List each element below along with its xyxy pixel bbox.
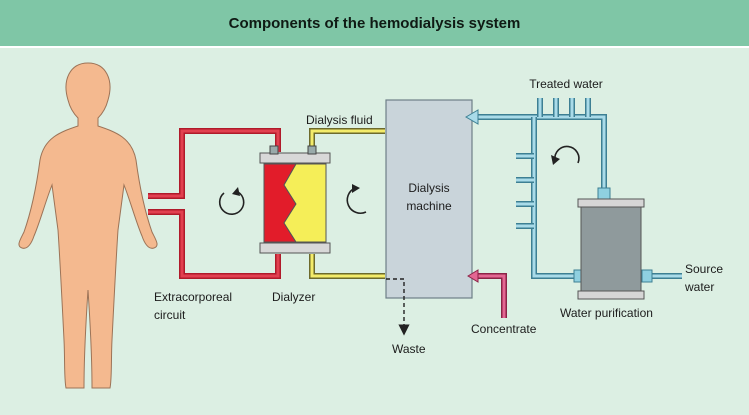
extracorporeal-circuit — [148, 128, 281, 279]
human-figure-icon — [18, 62, 158, 389]
dialysis-fluid-label: Dialysis fluid — [306, 113, 373, 127]
circulation-arrow-icon — [551, 145, 580, 165]
machine-label-line2: machine — [406, 199, 452, 213]
treated-water-line — [465, 98, 682, 279]
waste-line — [386, 278, 410, 336]
circulation-arrow-icon — [218, 187, 245, 215]
dialysis-machine — [385, 99, 473, 299]
extracorporeal-label-line2: circuit — [154, 308, 186, 322]
dialyzer-label: Dialyzer — [272, 290, 315, 304]
dialysis-fluid-line — [309, 128, 385, 279]
machine-label-line1: Dialysis — [408, 181, 449, 195]
source-water-label-line2: water — [684, 280, 714, 294]
treated-water-label: Treated water — [529, 77, 603, 91]
title-bar: Components of the hemodialysis system — [0, 0, 749, 48]
concentrate-label: Concentrate — [471, 322, 537, 336]
water-filter-icon — [573, 187, 653, 300]
waste-label: Waste — [392, 342, 426, 356]
concentrate-line — [467, 269, 507, 318]
source-water-label-line1: Source — [685, 262, 723, 276]
dialyzer-icon — [259, 145, 331, 254]
page-title: Components of the hemodialysis system — [228, 14, 521, 32]
water-purification-label: Water purification — [560, 306, 653, 320]
circulation-arrow-icon — [346, 184, 367, 214]
extracorporeal-label-line1: Extracorporeal — [154, 290, 232, 304]
